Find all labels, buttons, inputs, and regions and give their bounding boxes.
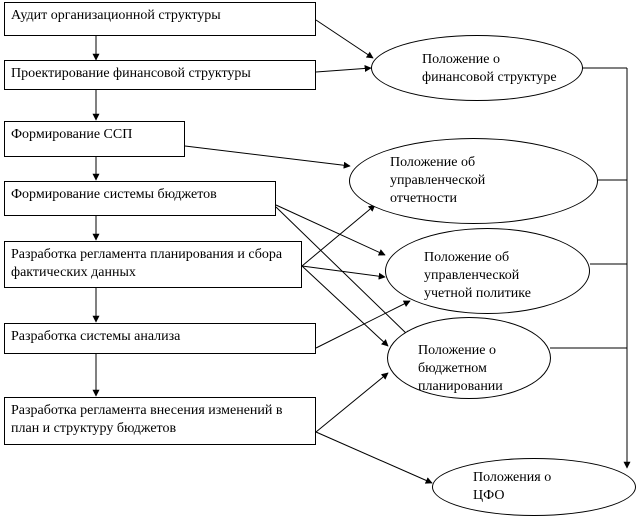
- step-label: Разработка регламента внесения изменений…: [11, 403, 283, 436]
- link-arrow: [184, 145, 351, 169]
- link-arrow: [301, 265, 389, 347]
- link-arrow: [275, 206, 411, 338]
- doc-accounting-policy: Положение об управленческой учетной поли…: [385, 228, 590, 314]
- link-arrow: [301, 265, 386, 280]
- doc-label: Положение о финансовой структуре: [422, 52, 557, 85]
- link-arrow: [315, 300, 411, 349]
- link-arrow: [315, 372, 389, 433]
- doc-label: Положения о ЦФО: [473, 470, 552, 503]
- step-planning-regulation: Разработка регламента планирования и сбо…: [4, 241, 302, 288]
- doc-budget-planning: Положение о бюджетном планировании: [387, 317, 551, 399]
- doc-financial-structure: Положение о финансовой структуре: [371, 35, 583, 101]
- step-budget-system-formation: Формирование системы бюджетов: [4, 181, 276, 216]
- step-bsc-formation: Формирование ССП: [4, 121, 185, 157]
- step-financial-structure-design: Проектирование финансовой структуры: [4, 60, 316, 90]
- step-label: Аудит организационной структуры: [11, 8, 221, 23]
- step-analysis-system: Разработка системы анализа: [4, 323, 316, 354]
- step-label: Формирование системы бюджетов: [11, 187, 217, 202]
- step-label: Проектирование финансовой структуры: [11, 66, 251, 81]
- step-label: Формирование ССП: [11, 127, 133, 142]
- doc-management-reporting: Положение об управленческой отчетности: [349, 138, 598, 224]
- link-arrow: [275, 204, 386, 256]
- doc-label: Положение об управленческой учетной поли…: [424, 250, 531, 301]
- doc-cfo-regulations: Положения о ЦФО: [432, 458, 636, 516]
- link-arrow: [315, 64, 372, 73]
- step-change-regulation: Разработка регламента внесения изменений…: [4, 397, 316, 445]
- link-arrow: [315, 19, 374, 59]
- step-label: Разработка системы анализа: [11, 329, 181, 344]
- doc-label: Положение о бюджетном планировании: [418, 343, 503, 394]
- step-org-audit: Аудит организационной структуры: [4, 2, 316, 36]
- doc-label: Положение об управленческой отчетности: [390, 155, 486, 206]
- step-label: Разработка регламента планирования и сбо…: [11, 247, 283, 280]
- link-arrow: [301, 204, 376, 267]
- link-arrow: [315, 431, 433, 484]
